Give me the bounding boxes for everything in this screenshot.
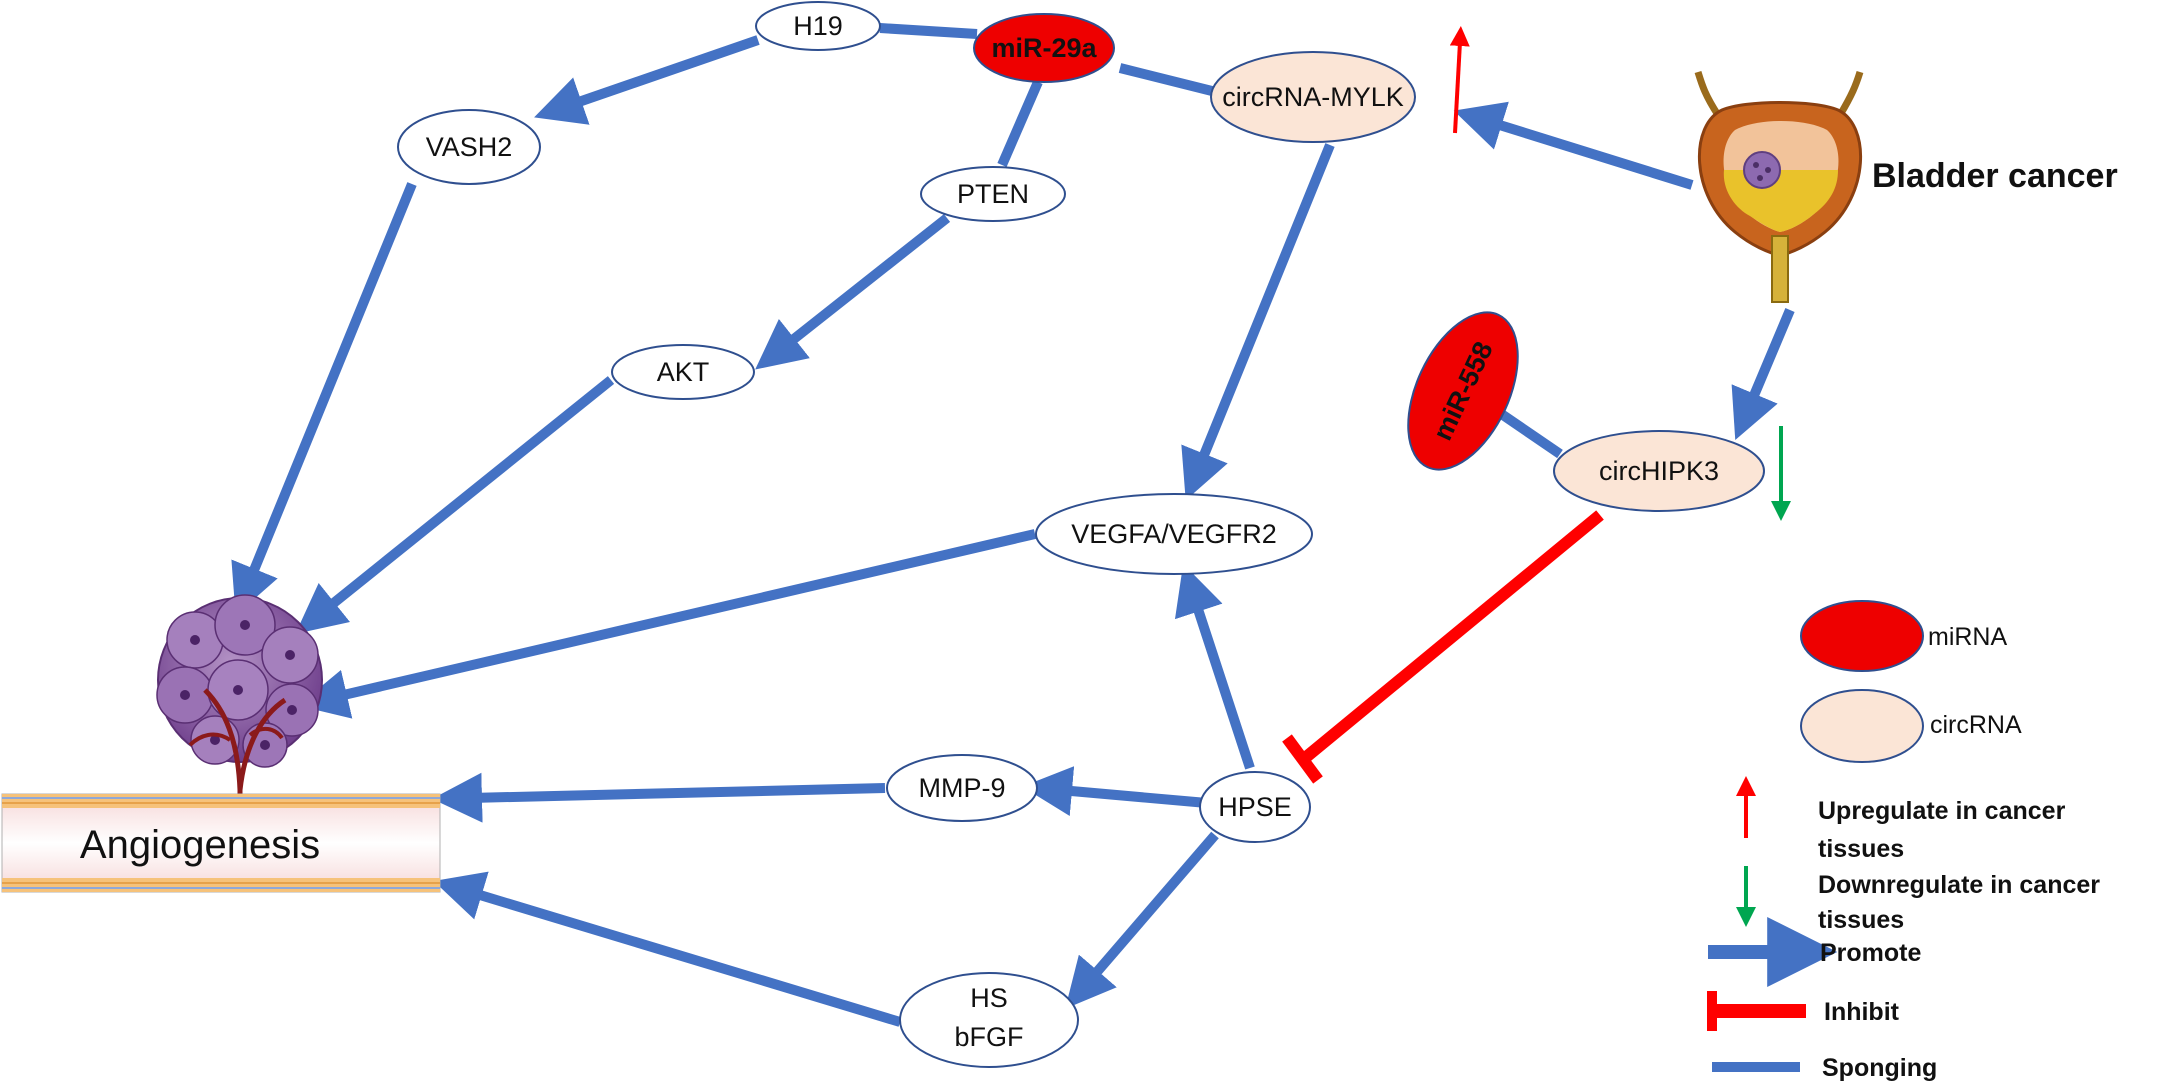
node-hpse: HPSE [1199, 771, 1311, 843]
edge-mmp9-angiogenesis [432, 772, 886, 823]
node-mmp9-label: MMP-9 [919, 773, 1006, 803]
legend-up-label-line1: Upregulate in cancer [1818, 797, 2066, 825]
node-hs-label: HS [970, 983, 1008, 1013]
edge-vash2-angiogenesis [231, 182, 417, 616]
edge-bladder-circhipk3 [1731, 308, 1795, 441]
edge-mir558-circhipk3 [1497, 408, 1563, 459]
legend-promote: Promote [1708, 917, 1922, 987]
legend-downregulate: Downregulate in cancer tissues [1736, 866, 2100, 934]
node-pten-label: PTEN [957, 179, 1029, 209]
node-akt: AKT [611, 344, 755, 400]
legend-down-label-line1: Downregulate in cancer [1818, 871, 2100, 899]
node-hpse-label: HPSE [1218, 792, 1292, 822]
legend-up-label-line2: tissues [1818, 835, 1904, 863]
edge-h19-mir29a [879, 23, 978, 39]
node-vegfa-vegfr2-label: VEGFA/VEGFR2 [1071, 519, 1277, 549]
bladder-icon [1694, 70, 1864, 303]
legend: miRNA circRNA Upregulate in cancer tissu… [1707, 600, 2100, 1082]
node-mmp9: MMP-9 [886, 754, 1038, 822]
tumor-icon [1743, 151, 1781, 189]
tumor-cluster-icon [156, 594, 323, 795]
legend-mirna: miRNA [1800, 600, 2007, 672]
edge-pten-akt [755, 214, 951, 370]
edge-hpse-mmp9 [1022, 766, 1208, 816]
node-akt-label: AKT [657, 357, 710, 387]
up-arrow-circrna-mylk [1449, 26, 1470, 134]
node-bfgf-label: bFGF [954, 1022, 1023, 1052]
edge-hpse-vegfa [1174, 563, 1255, 770]
legend-inhibit: Inhibit [1707, 991, 1900, 1031]
legend-sponging-label: Sponging [1822, 1054, 1937, 1082]
legend-sponging: Sponging [1712, 1054, 1937, 1082]
node-h19: H19 [755, 1, 881, 51]
inhibit-edge-circhipk3-hpse [1282, 510, 1604, 784]
edge-hsbfgf-angiogenesis [433, 871, 902, 1027]
promote-edges [231, 35, 1795, 1027]
legend-circrna: circRNA [1800, 689, 2022, 763]
edge-akt-angiogenesis [295, 376, 615, 634]
legend-circrna-label: circRNA [1930, 711, 2022, 739]
node-h19-label: H19 [793, 11, 843, 41]
node-circrna-mylk-label: circRNA-MYLK [1222, 82, 1404, 112]
node-vash2: VASH2 [397, 109, 541, 185]
legend-mirna-label: miRNA [1928, 623, 2007, 651]
node-circrna-mylk: circRNA-MYLK [1210, 51, 1416, 143]
node-hs-bfgf: HS bFGF [899, 972, 1079, 1068]
node-circhipk3: circHIPK3 [1553, 430, 1765, 512]
edge-bladder-circmylk [1453, 101, 1694, 190]
node-pten: PTEN [920, 166, 1066, 222]
node-mir29a: miR-29a [973, 13, 1115, 83]
node-vash2-label: VASH2 [426, 132, 513, 162]
bladder-cancer-label: Bladder cancer [1872, 157, 2118, 195]
legend-inhibit-label: Inhibit [1824, 998, 1900, 1026]
edge-mir29a-pten [997, 80, 1043, 167]
node-mir558: miR-558 [1407, 311, 1519, 471]
angiogenesis-label: Angiogenesis [80, 823, 320, 867]
node-circhipk3-label: circHIPK3 [1599, 456, 1719, 486]
edge-h19-vash2 [534, 35, 760, 125]
edge-hpse-hsbfgf [1065, 831, 1219, 1009]
legend-promote-label: Promote [1820, 939, 1922, 967]
node-mir29a-label: miR-29a [991, 33, 1097, 63]
legend-down-label-line2: tissues [1818, 906, 1904, 934]
edge-circmylk-vegfa [1181, 143, 1335, 501]
angiogenesis-bar: Angiogenesis [1, 793, 441, 893]
sponging-edges [879, 23, 1563, 459]
legend-upregulate: Upregulate in cancer tissues [1736, 776, 2066, 863]
edge-mir29a-circmylk [1118, 63, 1218, 97]
edge-vegfa-angiogenesis [297, 529, 1037, 719]
node-vegfa-vegfr2: VEGFA/VEGFR2 [1035, 493, 1313, 575]
